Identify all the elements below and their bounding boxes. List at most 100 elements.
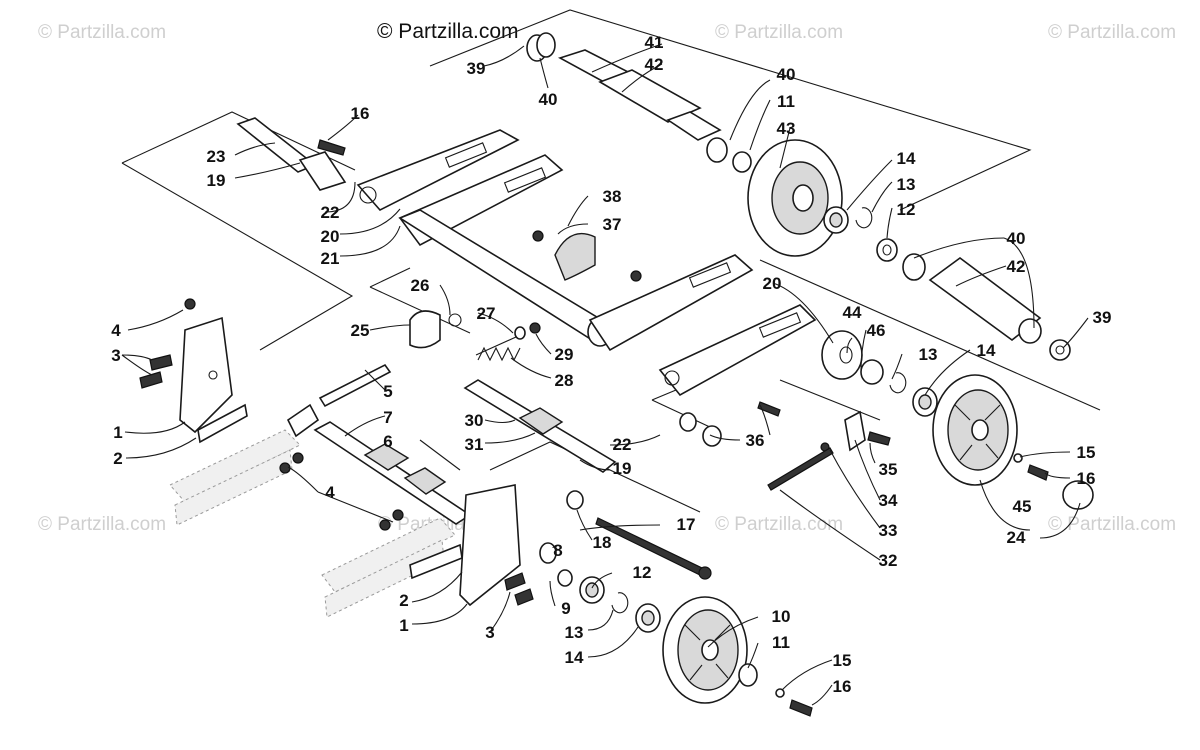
callout-label: 43: [777, 119, 796, 138]
callout-label: 32: [879, 551, 898, 570]
callout-label: 9: [561, 599, 570, 618]
callout-label: 15: [833, 651, 852, 670]
snap-ring-upper: [855, 207, 873, 229]
callout-label: 8: [553, 541, 562, 560]
watermark: © Partzilla.com: [715, 514, 843, 535]
track-rail-upper: [169, 429, 301, 526]
callout-label: 3: [485, 623, 494, 642]
callout-label: 22: [613, 435, 632, 454]
callout-label: 4: [111, 321, 121, 340]
mount-bracket-left: [179, 298, 248, 444]
callout-label: 18: [593, 533, 612, 552]
clamp-block: [757, 401, 891, 491]
washer-lower: [738, 663, 813, 717]
idler-wheel-upper: [747, 139, 843, 257]
bushings-top-left: [236, 117, 347, 191]
bushings-middle: [679, 412, 722, 447]
callout-label: 4: [325, 483, 335, 502]
callout-label: 39: [1093, 308, 1112, 327]
callout-label: 30: [465, 411, 484, 430]
pivot-block: [532, 230, 642, 282]
callout-label: 11: [772, 633, 790, 652]
snap-ring-lower: [611, 592, 629, 614]
callout-label: 1: [113, 423, 122, 442]
callout-label: 3: [111, 346, 120, 365]
callout-label: 16: [1077, 469, 1096, 488]
stopper-block: [409, 310, 462, 349]
callout-label: 44: [843, 303, 862, 322]
callout-label: 22: [321, 203, 340, 222]
callout-label: 12: [633, 563, 652, 582]
callout-label: 19: [613, 459, 632, 478]
callout-label: 28: [555, 371, 574, 390]
callout-label: 2: [399, 591, 408, 610]
leader-lines: [121, 43, 1089, 706]
watermark: © Partzilla.com: [38, 514, 166, 535]
callout-label: 36: [746, 431, 765, 450]
callout-label: 26: [411, 276, 430, 295]
callout-label: 14: [897, 149, 916, 168]
callout-label: 34: [879, 491, 898, 510]
right-spacer: [821, 330, 884, 385]
watermark: © Partzilla.com: [1048, 22, 1176, 43]
middle-shaft: [463, 379, 617, 473]
callout-label: 40: [539, 90, 558, 109]
callout-label: 25: [351, 321, 370, 340]
callout-label: 20: [321, 227, 340, 246]
callout-label: 10: [772, 607, 791, 626]
callout-label: 13: [919, 345, 938, 364]
wheel-lower: [662, 596, 748, 704]
callout-label: 27: [477, 304, 496, 323]
spacer-lower: [539, 490, 712, 587]
callout-label: 12: [897, 200, 916, 219]
callout-label: 13: [565, 623, 584, 642]
wheel-right: [932, 374, 1018, 486]
spring: [475, 322, 541, 362]
washer-upper: [876, 238, 898, 262]
callout-label: 35: [879, 460, 898, 479]
callout-label: 38: [603, 187, 622, 206]
callout-label: 45: [1013, 497, 1032, 516]
bearing-lower-2: [635, 603, 661, 633]
callout-label: 20: [763, 274, 782, 293]
callout-label: 23: [207, 147, 226, 166]
callout-label: 1: [399, 616, 408, 635]
lower-arm-left: [588, 254, 754, 352]
callout-label: 16: [833, 677, 852, 696]
upper-arm-left: [356, 129, 520, 211]
callout-label: 19: [207, 171, 226, 190]
callout-label: 46: [867, 321, 886, 340]
bolts-left: [139, 354, 173, 389]
callout-label: 5: [383, 382, 392, 401]
exploded-guide-lines: [121, 9, 1101, 513]
callout-label: 37: [603, 215, 622, 234]
callout-labels: 39 40 41 42 40 11 43 14 13 12 40 42 39 1…: [111, 33, 1111, 696]
callout-label: 6: [383, 432, 392, 451]
callout-label: 16: [351, 104, 370, 123]
callout-label: 15: [1077, 443, 1096, 462]
long-bolt: [286, 363, 392, 438]
callout-label: 39: [467, 59, 486, 78]
hub-cap: [1013, 453, 1094, 510]
callout-label: 29: [555, 345, 574, 364]
callout-label: 14: [565, 648, 584, 667]
callout-label: 24: [1007, 528, 1026, 547]
lower-arm-right: [658, 304, 817, 397]
bearing-upper: [823, 206, 849, 234]
callout-label: 7: [383, 408, 392, 427]
callout-label: 11: [777, 92, 795, 111]
callout-label: 42: [1007, 257, 1026, 276]
callout-label: 17: [677, 515, 696, 534]
callout-label: 40: [777, 65, 796, 84]
callout-label: 41: [645, 33, 664, 52]
callout-label: 14: [977, 341, 996, 360]
callout-label: 13: [897, 175, 916, 194]
callout-label: 2: [113, 449, 122, 468]
brand-watermark: © Partzilla.com: [377, 20, 519, 43]
snap-ring-right: [889, 372, 907, 394]
upper-axle: [526, 32, 752, 173]
watermark: © Partzilla.com: [38, 22, 166, 43]
bearing-lower: [579, 576, 605, 604]
callout-label: 31: [465, 435, 484, 454]
